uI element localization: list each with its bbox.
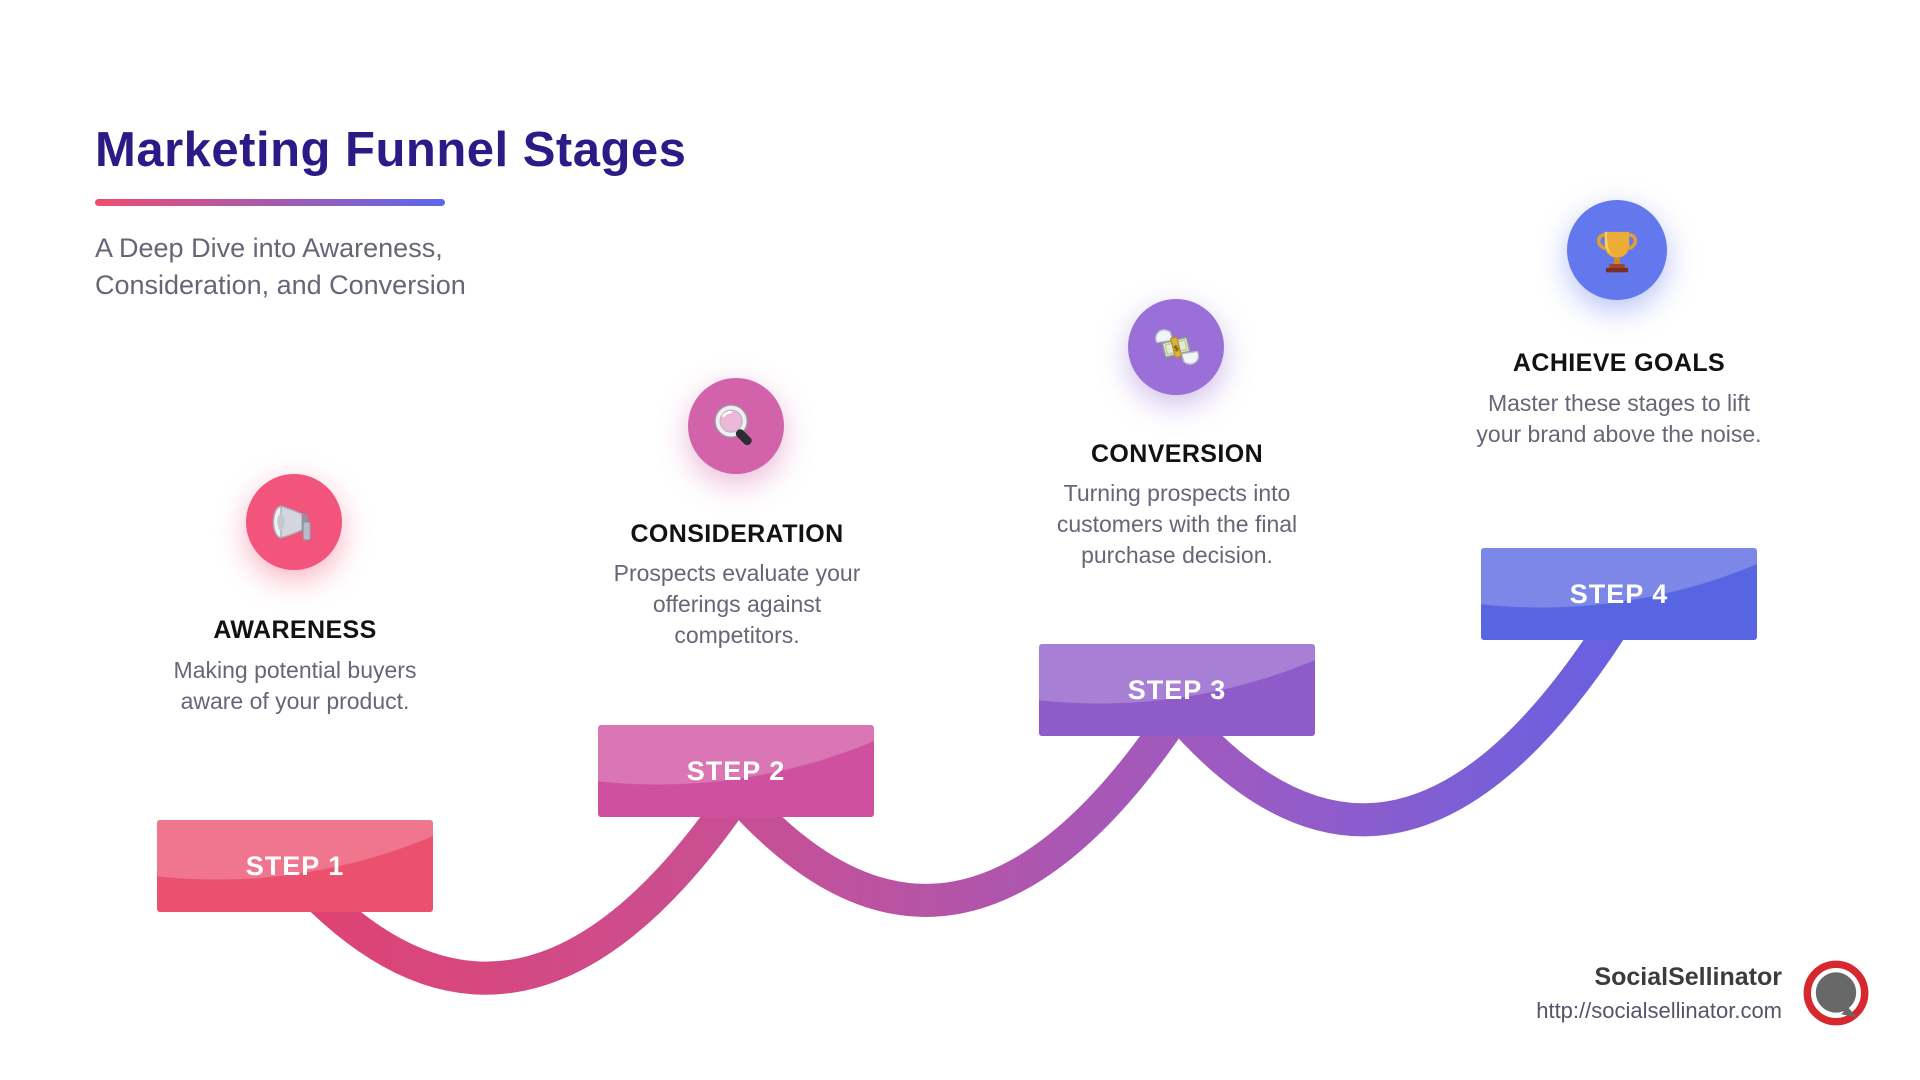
- socialsellinator-logo: [1803, 960, 1869, 1026]
- awareness-description: Making potential buyers aware of your pr…: [173, 657, 417, 714]
- curve-path: [282, 607, 1633, 995]
- svg-text:$: $: [1173, 343, 1180, 353]
- achieve-goals-icon-circle: [1567, 200, 1667, 300]
- step-3-label: STEP 3: [1127, 674, 1227, 705]
- money-with-wings-icon: $: [1155, 329, 1200, 365]
- page-title: Marketing Funnel Stages: [95, 123, 687, 177]
- step-4-banner: STEP 4: [1481, 548, 1757, 640]
- consideration-description: Prospects evaluate your offerings agains…: [613, 560, 861, 648]
- step-4-label: STEP 4: [1569, 578, 1669, 609]
- magnifying-glass-icon: [714, 404, 752, 446]
- step-2-label: STEP 2: [686, 755, 786, 786]
- brand-name: SocialSellinator: [1594, 963, 1782, 991]
- speech-bubble-icon: [1815, 972, 1857, 1013]
- achieve-goals-heading: ACHIEVE GOALS: [1512, 349, 1726, 377]
- conversion-description: Turning prospects into customers with th…: [1056, 480, 1298, 568]
- trophy-icon: [1596, 231, 1638, 273]
- step-2-banner: STEP 2: [598, 725, 874, 817]
- awareness-heading: AWARENESS: [213, 616, 377, 644]
- brand-url: http://socialsellinator.com: [1536, 998, 1782, 1023]
- step-1-banner: STEP 1: [157, 820, 433, 912]
- achieve-goals-description: Master these stages to lift your brand a…: [1476, 390, 1762, 447]
- page-subtitle: A Deep Dive into Awareness, Consideratio…: [95, 233, 466, 300]
- step-1-label: STEP 1: [245, 850, 345, 881]
- step-3-banner: STEP 3: [1039, 644, 1315, 736]
- awareness-icon-circle: [246, 474, 342, 570]
- conversion-heading: CONVERSION: [1090, 440, 1264, 468]
- title-underline: [95, 199, 445, 206]
- consideration-icon-circle: [688, 378, 784, 474]
- consideration-heading: CONSIDERATION: [630, 520, 844, 548]
- megaphone-icon: [272, 505, 311, 541]
- conversion-icon-circle: $: [1128, 299, 1224, 395]
